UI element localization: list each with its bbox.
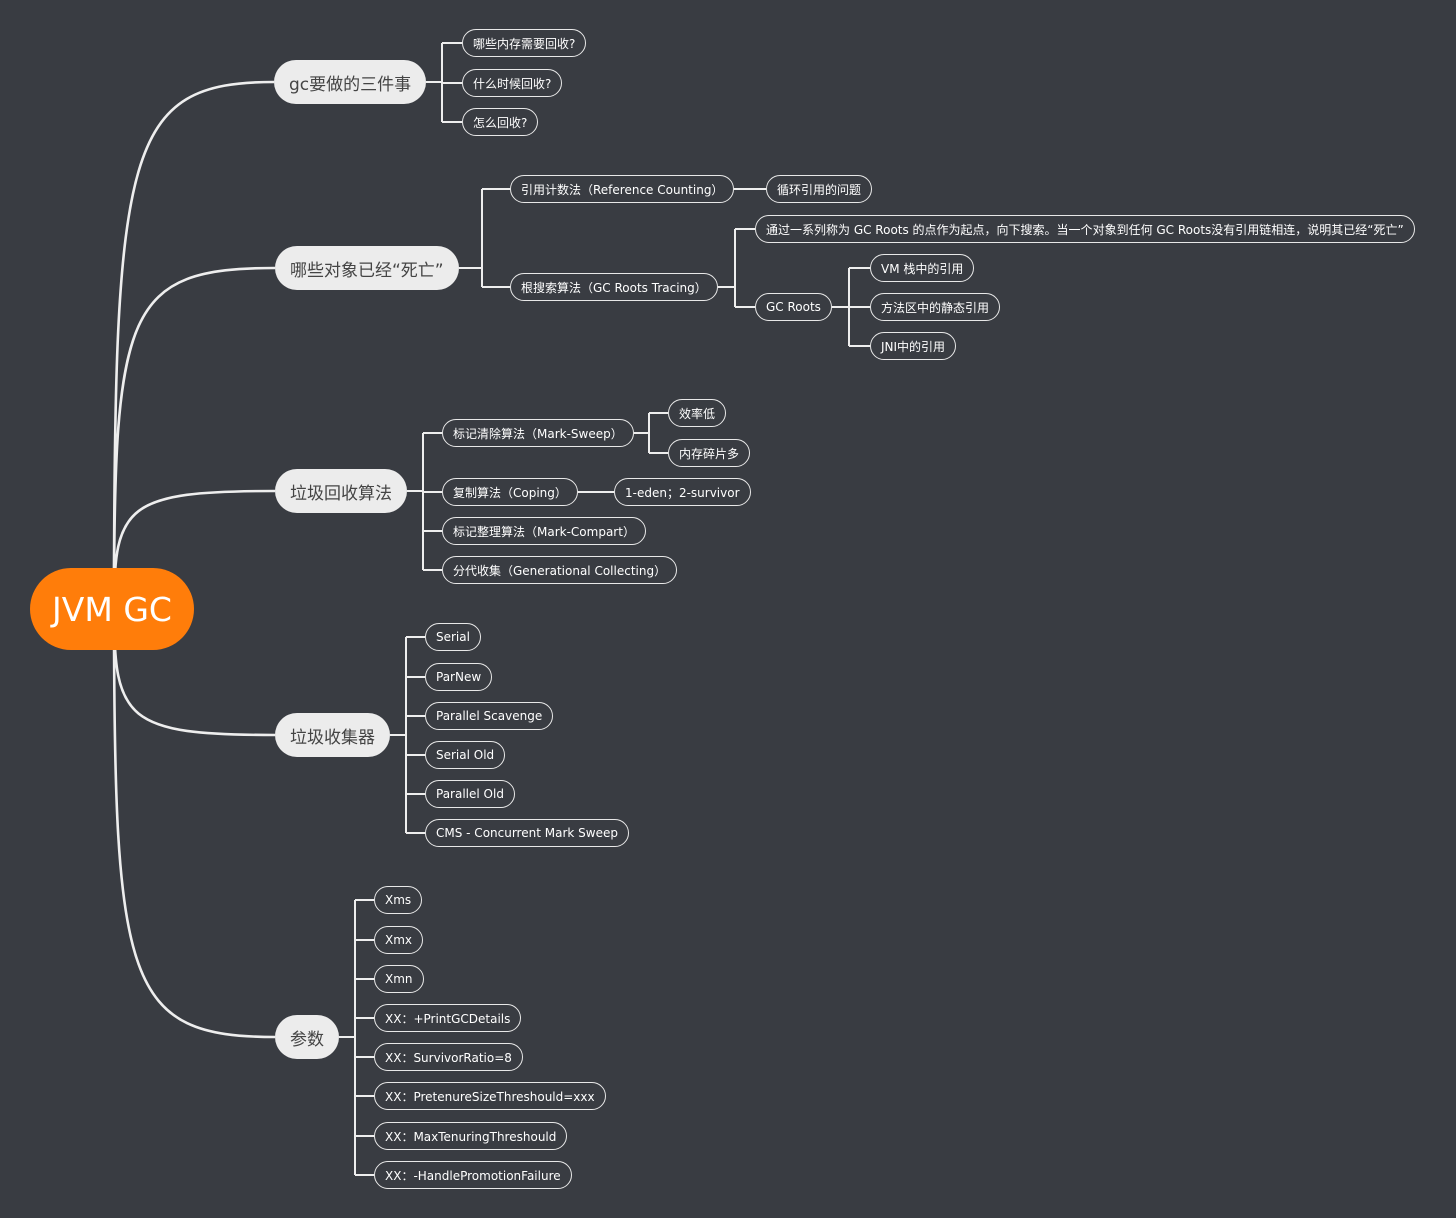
param-item[interactable]: XX：PretenureSizeThreshould=xxx (374, 1082, 606, 1110)
collector-item[interactable]: Serial (425, 623, 481, 651)
param-item[interactable]: XX：-HandlePromotionFailure (374, 1161, 572, 1189)
collector-item[interactable]: Serial Old (425, 741, 506, 769)
ref-counting-node[interactable]: 引用计数法（Reference Counting） (510, 175, 735, 203)
gc-roots-tracing-node[interactable]: 根搜索算法（GC Roots Tracing） (510, 273, 718, 301)
ref-counting-note[interactable]: 循环引用的问题 (766, 175, 873, 203)
branch-collectors[interactable]: 垃圾收集器 (275, 713, 390, 757)
coping-note[interactable]: 1-eden；2-survivor (614, 478, 751, 506)
mark-sweep-item[interactable]: 效率低 (668, 399, 727, 427)
mark-sweep-node[interactable]: 标记清除算法（Mark-Sweep） (442, 419, 634, 447)
branch-gc-tasks[interactable]: gc要做的三件事 (274, 60, 427, 104)
mark-sweep-item[interactable]: 内存碎片多 (668, 439, 751, 467)
connector-line (112, 608, 276, 1039)
param-item[interactable]: XX：SurvivorRatio=8 (374, 1043, 523, 1071)
collector-item[interactable]: Parallel Old (425, 780, 515, 808)
gc-roots-item[interactable]: 方法区中的静态引用 (870, 293, 1001, 321)
gc-task-item[interactable]: 怎么回收? (462, 108, 539, 136)
collector-item[interactable]: CMS - Concurrent Mark Sweep (425, 819, 629, 847)
collector-item[interactable]: Parallel Scavenge (425, 702, 554, 730)
param-item[interactable]: Xms (374, 886, 423, 914)
gc-roots-description[interactable]: 通过一系列称为 GC Roots 的点作为起点，向下搜索。当一个对象到任何 GC… (755, 215, 1415, 243)
param-item[interactable]: XX：MaxTenuringThreshould (374, 1122, 568, 1150)
generational-node[interactable]: 分代收集（Generational Collecting） (442, 556, 678, 584)
branch-algorithms[interactable]: 垃圾回收算法 (275, 469, 407, 513)
collector-item[interactable]: ParNew (425, 663, 493, 691)
coping-node[interactable]: 复制算法（Coping） (442, 478, 578, 506)
param-item[interactable]: XX：+PrintGCDetails (374, 1004, 522, 1032)
gc-roots-item[interactable]: VM 栈中的引用 (870, 254, 975, 282)
branch-dead-objects[interactable]: 哪些对象已经“死亡” (275, 246, 459, 290)
gc-roots-node[interactable]: GC Roots (755, 293, 832, 321)
gc-roots-item[interactable]: JNI中的引用 (870, 332, 957, 360)
param-item[interactable]: Xmn (374, 965, 424, 993)
gc-task-item[interactable]: 哪些内存需要回收? (462, 29, 587, 57)
param-item[interactable]: Xmx (374, 926, 424, 954)
root-node[interactable]: JVM GC (30, 568, 194, 650)
connector-line (112, 80, 275, 610)
mark-compact-node[interactable]: 标记整理算法（Mark-Compart） (442, 517, 646, 545)
connector-line (112, 266, 276, 610)
branch-params[interactable]: 参数 (275, 1015, 339, 1059)
gc-task-item[interactable]: 什么时候回收? (462, 69, 563, 97)
